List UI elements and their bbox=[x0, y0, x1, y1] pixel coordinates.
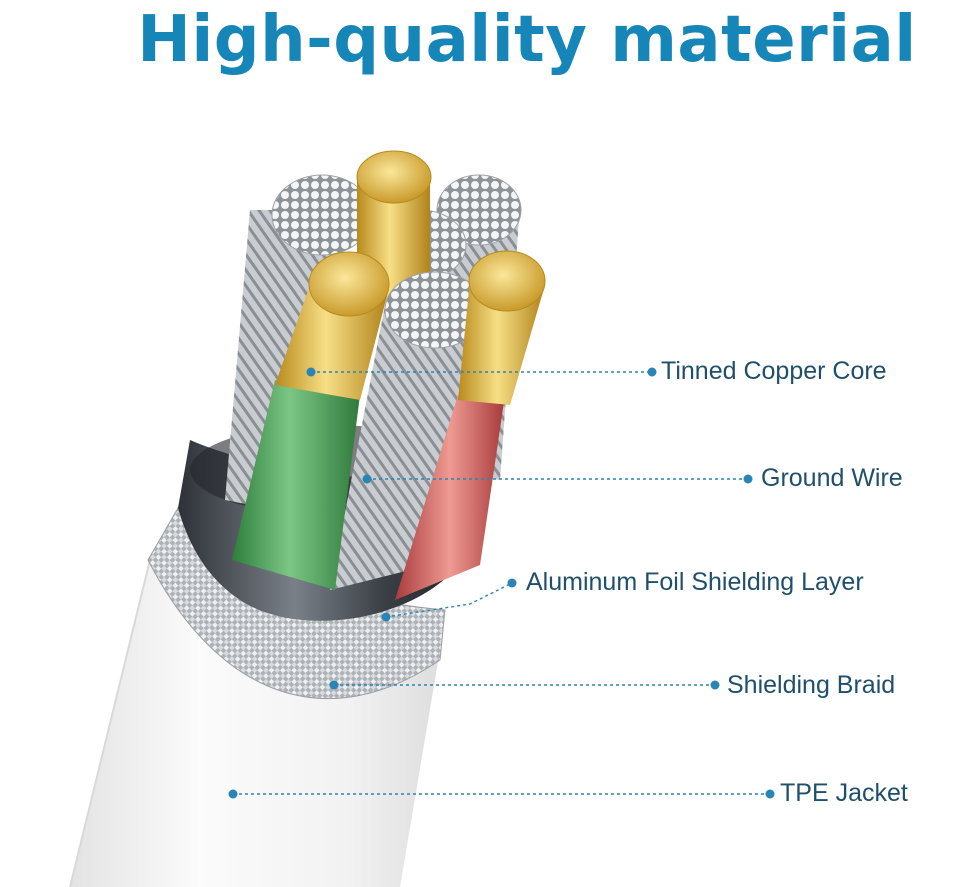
green-wire-shape bbox=[232, 251, 390, 590]
label-aluminum-foil: Aluminum Foil Shielding Layer bbox=[526, 568, 864, 596]
label-tpe-jacket: TPE Jacket bbox=[780, 779, 908, 807]
label-tinned-copper-core: Tinned Copper Core bbox=[661, 357, 887, 385]
leader-lines bbox=[233, 371, 770, 795]
red-wire-shape bbox=[395, 250, 546, 600]
page-title: High-quality material bbox=[137, 3, 917, 77]
label-shielding-braid: Shielding Braid bbox=[727, 671, 896, 699]
label-ground-wire: Ground Wire bbox=[761, 464, 903, 492]
leader-dots bbox=[228, 367, 775, 799]
